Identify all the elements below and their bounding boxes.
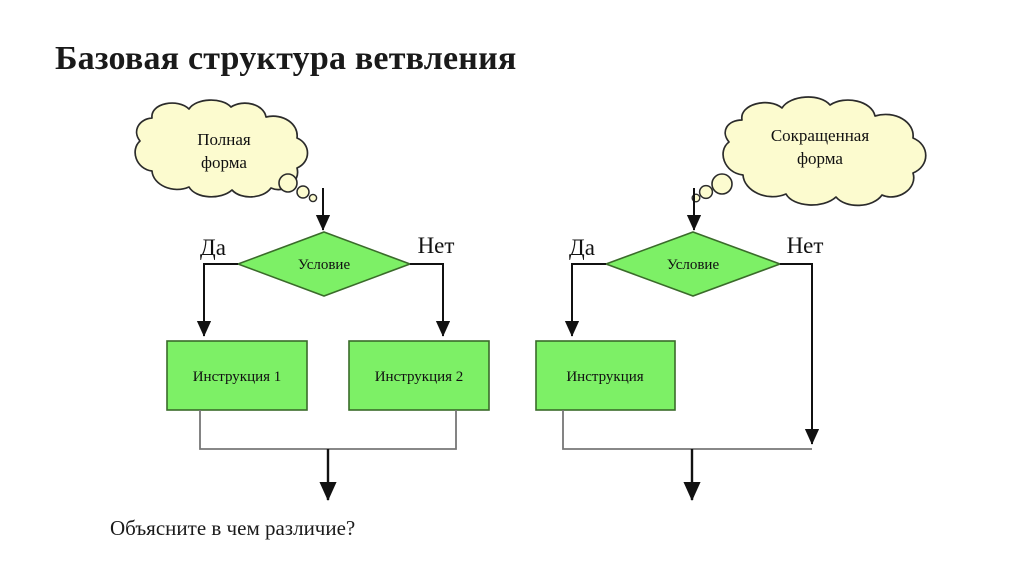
decision-label-full-form: Условие — [298, 257, 351, 273]
statement-box-2-full-form — [348, 340, 490, 411]
decision-shape-full-form — [235, 231, 413, 297]
merge-connector-full-form — [199, 410, 457, 450]
cloud-label-line2-short-form: форма — [797, 149, 843, 168]
thought-cloud-short-form: Сокращенная форма — [691, 96, 927, 207]
cloud-label-line1-short-form: Сокращенная — [771, 126, 870, 145]
page-title: Базовая структура ветвления — [55, 40, 517, 77]
statement-box-1-short-form — [535, 340, 676, 411]
branch-label-no-full-form: Нет — [418, 233, 455, 258]
diagram-full-form: Полная форма Условие Да Нет Инструкция 1… — [134, 99, 490, 501]
no-connector-full-form — [410, 263, 451, 337]
statement-label-1-full-form: Инструкция 1 — [193, 369, 282, 385]
cloud-label-line2-full-form: форма — [201, 153, 247, 172]
no-connector-short-form — [780, 263, 820, 445]
question-caption: Объясните в чем различие? — [110, 516, 356, 540]
statement-label-2-full-form: Инструкция 2 — [375, 369, 464, 385]
cloud-label-line1-full-form: Полная — [197, 130, 251, 149]
statement-label-1-short-form: Инструкция — [566, 369, 643, 385]
diagram-short-form: Сокращенная форма Условие Да Нет Инструк… — [535, 96, 927, 501]
merge-connector-short-form — [562, 410, 812, 450]
branch-label-no-short-form: Нет — [787, 233, 824, 258]
yes-connector-short-form — [564, 263, 606, 337]
branch-label-yes-short-form: Да — [569, 235, 595, 260]
yes-connector-full-form — [196, 263, 238, 337]
decision-label-short-form: Условие — [667, 257, 720, 273]
thought-cloud-full-form: Полная форма — [134, 99, 318, 203]
decision-shape-short-form — [603, 231, 783, 297]
statement-box-1-full-form — [166, 340, 308, 411]
branch-label-yes-full-form: Да — [200, 235, 226, 260]
